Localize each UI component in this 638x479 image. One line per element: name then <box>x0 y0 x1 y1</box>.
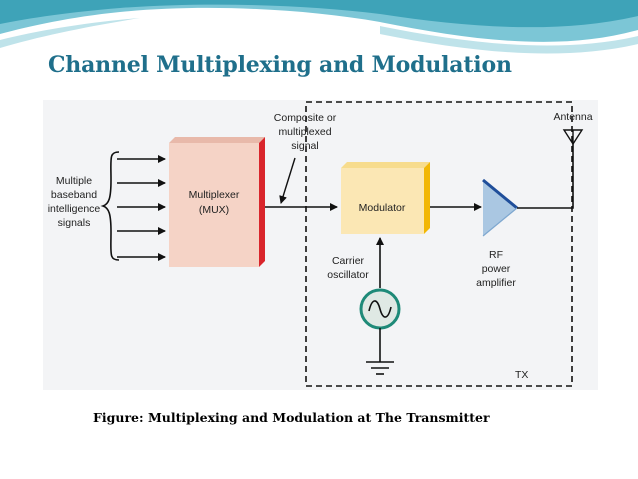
composite-label-line-1: Composite or <box>274 112 337 124</box>
composite-signal-label: Composite or multiplexed signal <box>274 112 337 152</box>
ground-icon <box>366 328 394 375</box>
modulator-label: Modulator <box>359 202 406 214</box>
figure-caption: Figure: Multiplexing and Modulation at T… <box>93 410 490 425</box>
carrier-oscillator-label: Carrier oscillator <box>327 255 369 281</box>
oscillator-icon <box>359 288 401 330</box>
rf-amplifier-icon <box>482 178 518 237</box>
mux-label-line-1: Multiplexer <box>189 189 240 201</box>
diagram-background <box>43 100 598 390</box>
rf-label-line-3: amplifier <box>476 277 516 289</box>
transmitter-diagram: TX Multiple baseband intelligence signal… <box>43 100 598 390</box>
rf-amplifier-label: RF power amplifier <box>476 249 516 289</box>
tx-boundary-box <box>305 101 573 387</box>
composite-pointer-arrow <box>279 157 296 204</box>
input-label-line-3: intelligence <box>48 203 101 215</box>
header-wave-decoration <box>0 0 638 54</box>
input-label-line-1: Multiple <box>56 175 92 187</box>
rf-label-line-1: RF <box>489 249 503 261</box>
rf-label-line-2: power <box>482 263 511 275</box>
input-brace <box>100 151 120 261</box>
modulator-block: Modulator <box>341 162 430 234</box>
antenna-label: Antenna <box>553 111 592 123</box>
amplifier-to-antenna-line <box>517 142 574 209</box>
input-label-line-2: baseband <box>51 189 97 201</box>
carrier-label-line-2: oscillator <box>327 269 369 281</box>
composite-label-line-3: signal <box>291 140 318 152</box>
mux-label-line-2: (MUX) <box>199 204 229 216</box>
tx-label: TX <box>515 369 528 381</box>
input-signals-label: Multiple baseband intelligence signals <box>48 175 101 229</box>
carrier-label-line-1: Carrier <box>332 255 365 267</box>
slide-title: Channel Multiplexing and Modulation <box>48 52 512 78</box>
antenna-icon <box>562 129 584 146</box>
composite-label-line-2: multiplexed <box>278 126 331 138</box>
input-arrows <box>117 155 166 261</box>
multiplexer-block: Multiplexer (MUX) <box>169 137 265 267</box>
input-label-line-4: signals <box>58 217 91 229</box>
